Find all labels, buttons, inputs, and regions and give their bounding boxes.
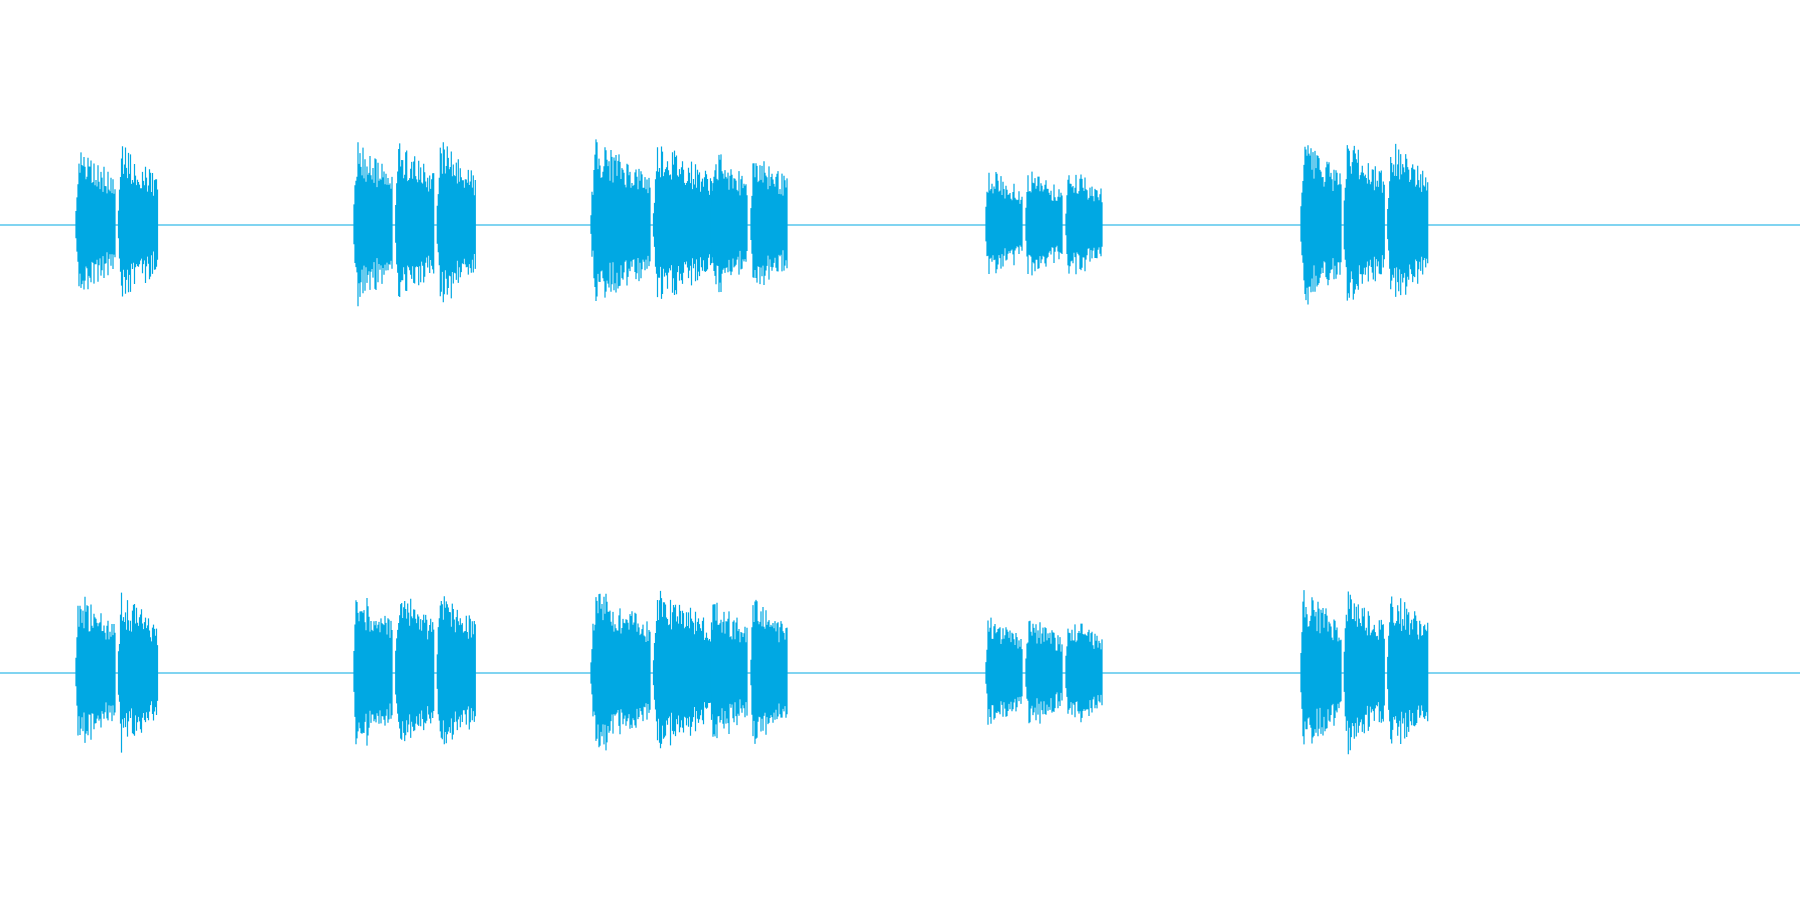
- audio-burst: [590, 590, 714, 751]
- burst-segment: [1387, 596, 1429, 744]
- burst-segment: [750, 599, 788, 744]
- burst-segment: [1065, 623, 1103, 723]
- burst-segment: [436, 596, 476, 745]
- burst-segment: [750, 161, 788, 285]
- audio-burst: [353, 142, 476, 307]
- burst-segment: [117, 592, 159, 753]
- burst-segment: [1387, 143, 1429, 297]
- audio-burst: [590, 139, 714, 301]
- audio-burst: [985, 617, 1103, 725]
- burst-segment: [652, 146, 714, 299]
- burst-segment: [590, 139, 651, 301]
- audio-burst: [1300, 590, 1429, 755]
- burst-segment: [436, 142, 476, 303]
- burst-segment: [710, 602, 748, 739]
- audio-burst: [353, 596, 476, 746]
- burst-segment: [353, 142, 393, 307]
- burst-segment: [117, 146, 159, 297]
- audio-burst: [710, 599, 788, 744]
- audio-burst: [75, 592, 159, 753]
- burst-segment: [1343, 591, 1385, 755]
- channel-left-waveform: [0, 139, 1800, 307]
- burst-segment: [1343, 145, 1385, 301]
- burst-segment: [75, 152, 116, 290]
- burst-segment: [1065, 174, 1103, 275]
- burst-segment: [353, 598, 393, 746]
- burst-segment: [590, 593, 651, 751]
- burst-segment: [710, 154, 748, 293]
- burst-segment: [395, 598, 435, 742]
- burst-segment: [1025, 171, 1063, 276]
- burst-segment: [1025, 620, 1063, 724]
- burst-segment: [1300, 145, 1342, 305]
- burst-segment: [985, 617, 1023, 725]
- audio-burst: [985, 171, 1103, 276]
- burst-segment: [395, 143, 435, 297]
- burst-segment: [1300, 590, 1342, 745]
- burst-segment: [985, 172, 1023, 274]
- channel-right-waveform: [0, 590, 1800, 755]
- burst-segment: [75, 596, 116, 743]
- burst-segment: [652, 590, 714, 749]
- audio-burst: [1300, 143, 1429, 305]
- audio-burst: [710, 154, 788, 293]
- audio-burst: [75, 146, 159, 297]
